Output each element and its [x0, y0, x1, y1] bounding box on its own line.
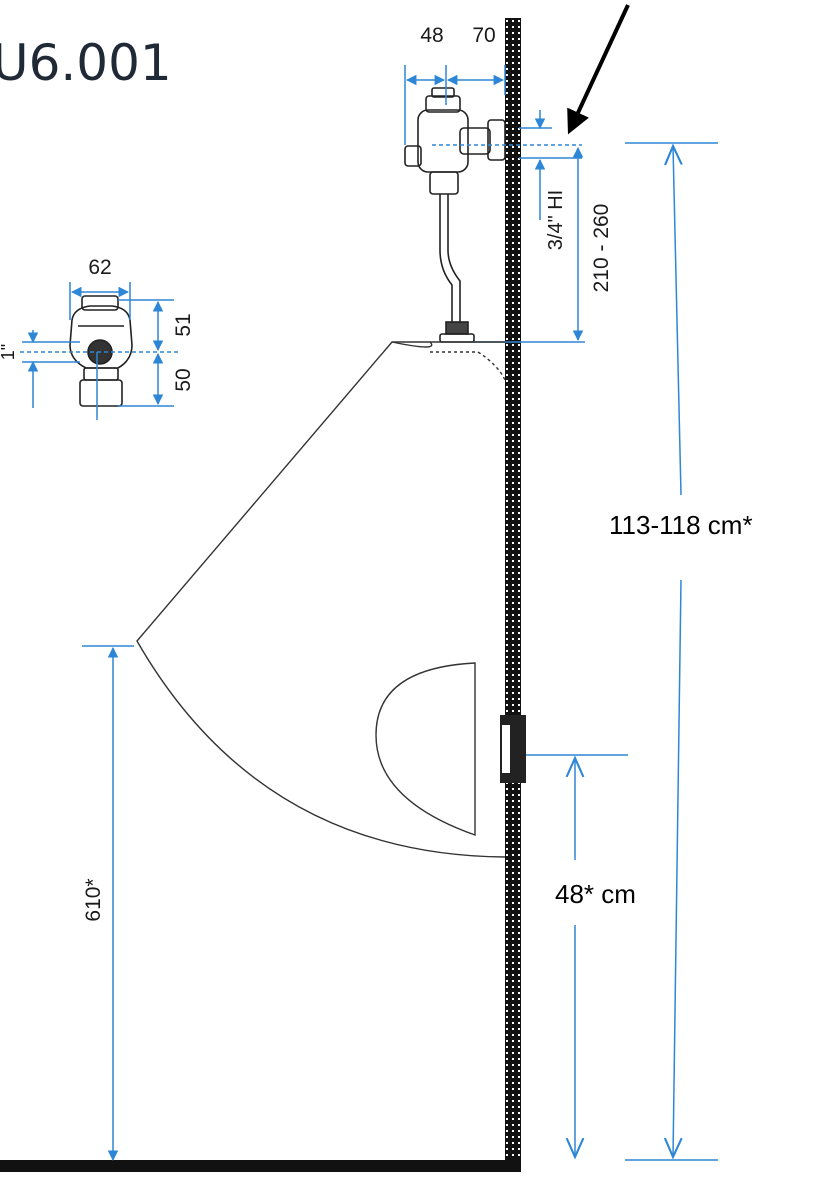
pointer-arrow [567, 4, 630, 135]
front-view-dimensions [20, 282, 178, 420]
dim-front-side-mark: 1" [0, 344, 18, 360]
drain-height-dimension [526, 754, 628, 1157]
lip-height-dimension [82, 645, 134, 1162]
urinal-body [136, 341, 506, 858]
dim-valve-width-right: 70 [472, 24, 495, 47]
flush-valve-front-view [69, 295, 133, 407]
dim-valve-height: 210 - 260 [590, 204, 613, 293]
dim-total-height: 113-118 cm* [609, 510, 753, 540]
flush-valve-side-view [404, 87, 506, 343]
valve-height-dimension [470, 146, 585, 343]
wall [505, 18, 521, 1160]
dim-front-lower-height: 50 [172, 368, 195, 391]
dim-drain-height: 48* cm [555, 879, 636, 909]
valve-width-dimension [404, 65, 506, 145]
dim-lip-height: 610* [82, 878, 105, 921]
model-title: U6.001 [0, 34, 172, 92]
total-height-dimension [625, 142, 718, 1161]
dim-valve-width-left: 48 [420, 24, 443, 47]
dim-front-upper-height: 51 [172, 313, 195, 336]
dim-connection-size: 3/4" HI [545, 190, 567, 250]
dim-front-width: 62 [88, 256, 111, 279]
floor [0, 1160, 521, 1172]
